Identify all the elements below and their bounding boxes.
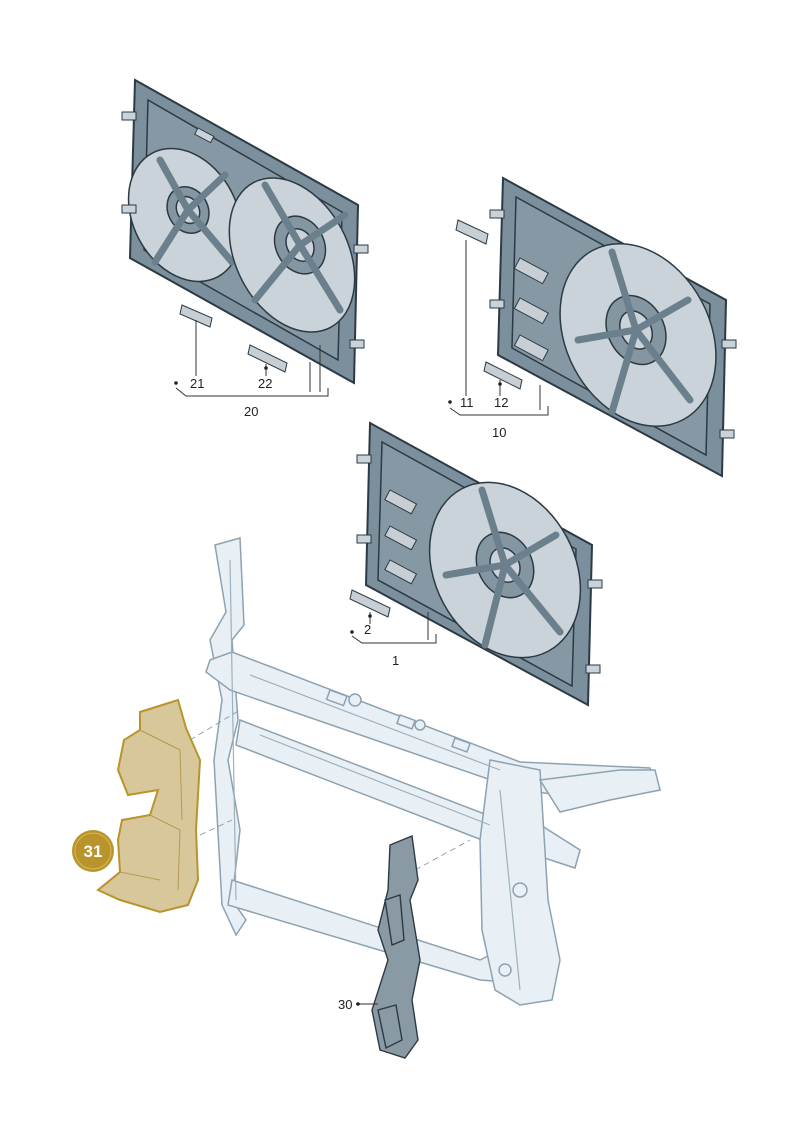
- seal-strip-2[interactable]: [349, 589, 391, 618]
- seal-strip-22[interactable]: [247, 344, 288, 373]
- callout-22: 22: [258, 376, 272, 391]
- callout-badge-31[interactable]: 31: [72, 830, 114, 872]
- alignment-line-30: [414, 839, 471, 871]
- callout-11: 11: [460, 395, 474, 410]
- twin-fan-shroud[interactable]: [106, 78, 380, 385]
- callout-1: 1: [392, 653, 399, 668]
- leaders-group-20: [174, 320, 329, 397]
- leaders-group-10: [448, 240, 549, 416]
- callout-30: 30: [338, 997, 352, 1012]
- alignment-line-31b: [199, 819, 233, 836]
- callout-10: 10: [492, 425, 506, 440]
- leaders-group-1: [350, 612, 437, 644]
- callout-20: 20: [244, 404, 258, 419]
- leader-30: [356, 1002, 378, 1006]
- seal-strip-11[interactable]: [455, 219, 489, 245]
- callout-2: 2: [364, 622, 371, 637]
- single-fan-shroud-1[interactable]: [356, 421, 610, 707]
- seal-strip-21[interactable]: [179, 304, 213, 328]
- air-guide-31[interactable]: [96, 698, 202, 914]
- callout-31: 31: [84, 842, 103, 861]
- callout-21: 21: [190, 376, 204, 391]
- single-fan-shroud-10[interactable]: [489, 176, 747, 478]
- seal-strip-12[interactable]: [483, 361, 523, 390]
- callout-12: 12: [494, 395, 508, 410]
- air-duct-30[interactable]: [371, 835, 421, 1059]
